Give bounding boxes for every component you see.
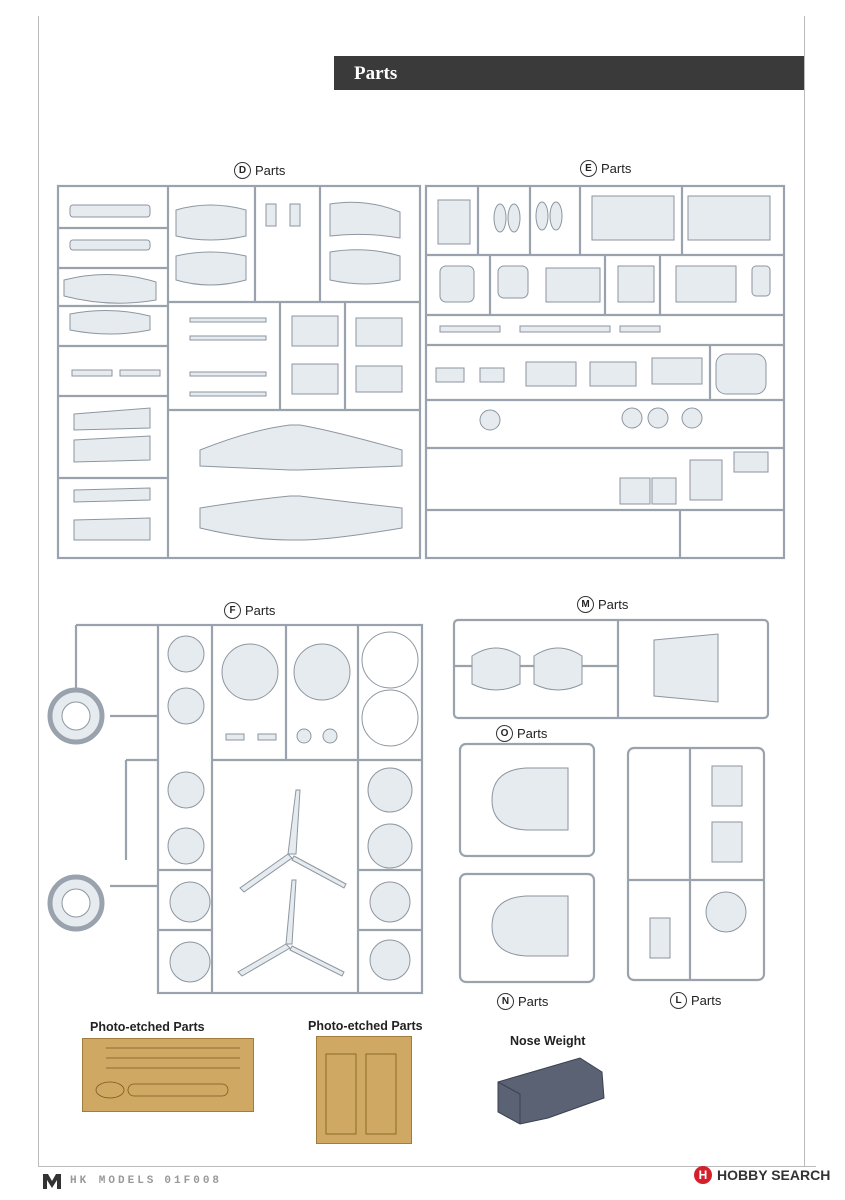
- hobby-search-watermark: H HOBBY SEARCH: [694, 1166, 830, 1184]
- section-label-e: E Parts: [580, 160, 631, 177]
- section-label-d: D Parts: [234, 162, 285, 179]
- footer-brand: HK MODELS 01F008: [42, 1172, 222, 1190]
- section-label-l: L Parts: [670, 992, 721, 1009]
- section-label-f-text: Parts: [245, 603, 276, 618]
- sprue-e-frame: [424, 184, 786, 560]
- frame-bottom-line: [38, 1166, 816, 1167]
- section-letter-e: E: [580, 160, 597, 177]
- section-letter-l: L: [670, 992, 687, 1009]
- sprue-f-parts: [47, 631, 419, 983]
- page-title: Parts: [354, 63, 398, 84]
- nose-weight-title: Nose Weight: [510, 1034, 586, 1048]
- section-letter-d: D: [234, 162, 251, 179]
- section-letter-f: F: [224, 602, 241, 619]
- hobby-search-logo-icon: H: [694, 1166, 712, 1184]
- header-bar: [334, 56, 804, 90]
- section-letter-o: O: [496, 725, 513, 742]
- pe-plate-1: [82, 1038, 254, 1112]
- footer-brand-text: HK MODELS: [70, 1175, 157, 1187]
- section-label-d-text: Parts: [255, 163, 286, 178]
- frame-left-line: [38, 16, 39, 1166]
- section-label-m-text: Parts: [598, 597, 629, 612]
- sprue-f-frame: [74, 623, 424, 995]
- sprue-d-frame: [56, 184, 422, 560]
- footer-code: 01F008: [164, 1175, 223, 1187]
- section-label-l-text: Parts: [691, 993, 722, 1008]
- section-letter-m: M: [577, 596, 594, 613]
- section-label-e-text: Parts: [601, 161, 632, 176]
- pe-title-1: Photo-etched Parts: [90, 1020, 205, 1034]
- hk-logo-icon: [43, 1174, 61, 1189]
- section-letter-n: N: [497, 993, 514, 1010]
- hobby-search-text: HOBBY SEARCH: [717, 1167, 831, 1183]
- pe-title-2: Photo-etched Parts: [308, 1019, 423, 1033]
- sprue-d-parts: [63, 201, 403, 541]
- section-label-o: O Parts: [496, 725, 547, 742]
- section-label-o-text: Parts: [517, 726, 548, 741]
- section-label-m: M Parts: [577, 596, 628, 613]
- section-label-n: N Parts: [497, 993, 548, 1010]
- section-label-f: F Parts: [224, 602, 275, 619]
- sprue-e-parts: [435, 195, 771, 505]
- frame-right-line: [804, 16, 805, 1166]
- section-label-n-text: Parts: [518, 994, 549, 1009]
